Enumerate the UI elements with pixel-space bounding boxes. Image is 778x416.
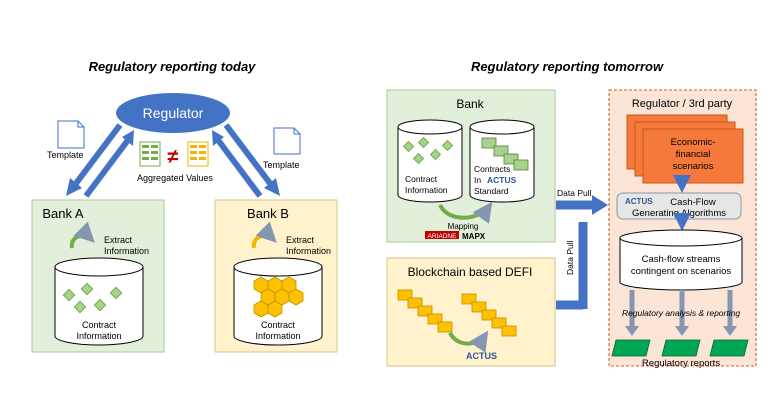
template-label-left: Template [47,150,84,160]
bank-b-db-label-1: Contract [261,320,296,330]
bank-title: Bank [456,97,484,111]
bank-db1-label-1: Contract [405,174,438,184]
bank-a-extract-2: Information [104,246,149,256]
template-doc-icon-left [57,120,85,149]
analysis-label: Regulatory analysis & reporting [622,308,740,318]
bank-db2-label-3: Standard [474,186,509,196]
bank-db2-actus-logo: ACTUS [487,175,517,185]
mapping-label: Mapping [448,222,479,231]
data-pull-arrow-bank [556,195,608,215]
not-equal-sign: ≠ [168,146,179,168]
bank-a-extract-1: Extract [104,235,133,245]
regulatory-report-icons [611,339,749,357]
streams-label-1: Cash-flow streams [642,254,721,265]
spreadsheet-green-icon [139,141,161,167]
right-title: Regulatory reporting tomorrow [471,59,664,74]
bank-db2-label-1: Contracts [474,164,510,174]
defi-actus-logo: ACTUS [466,351,497,361]
arrow-regulator-bank-b [212,123,280,198]
bank-b-extract-1: Extract [286,235,315,245]
scenario-label-1: Economic- [671,137,716,148]
extract-arrow-icon-a [69,221,95,249]
scenario-label-3: scenarios [673,161,714,172]
cf-actus-logo: ACTUS [625,197,653,206]
template-doc-icon-right [273,127,301,155]
bank-b-database [233,257,323,346]
arrow-regulator-bank-a [66,123,134,198]
scenario-label-2: financial [676,149,711,160]
regulator-panel-title: Regulator / 3rd party [632,98,733,110]
data-pull-label-2: Data Pull [565,240,575,275]
streams-label-2: contingent on scenarios [631,266,732,277]
cf-label-1: Cash-Flow [670,197,716,208]
aggregated-values-label: Aggregated Values [137,173,213,183]
bank-a-db-label-1: Contract [82,320,117,330]
mapping-arrow-icon [438,201,493,224]
left-title: Regulatory reporting today [89,59,257,74]
bank-actus-database [469,119,535,203]
defi-contract-stack-right [461,293,517,337]
defi-title: Blockchain based DEFI [408,265,533,279]
cashflow-streams-database [619,229,743,291]
extract-arrow-icon-b [251,221,277,249]
reports-label: Regulatory reports [642,358,720,369]
spreadsheet-yellow-icon [187,141,209,167]
bank-a-db-label-2: Information [76,331,121,341]
mapx-logo: MAPX [462,232,486,241]
defi-transform-arrow-icon [448,330,489,353]
bank-contract-database [397,119,463,203]
ariadne-logo-bg [425,231,459,239]
bank-db1-label-2: Information [405,185,448,195]
bank-b-title: Bank B [247,206,289,221]
template-label-right: Template [263,160,300,170]
regulator-label: Regulator [143,105,204,121]
bank-b-db-label-2: Information [255,331,300,341]
cf-label-2: Generating Algorithms [632,208,726,219]
defi-contract-stack-left [397,289,453,333]
bank-a-title: Bank A [42,206,84,221]
regulator-ellipse [116,93,230,133]
data-pull-arrow-defi [556,222,588,310]
data-pull-label-1: Data Pull [557,188,592,198]
bank-b-extract-2: Information [286,246,331,256]
bank-a-database [54,257,144,346]
report-arrows [629,290,733,328]
report-arrowheads [625,326,737,336]
bank-db2-label-2: In [474,175,481,185]
ariadne-logo: ARIADNE [428,233,458,240]
scenario-stack [626,114,744,184]
